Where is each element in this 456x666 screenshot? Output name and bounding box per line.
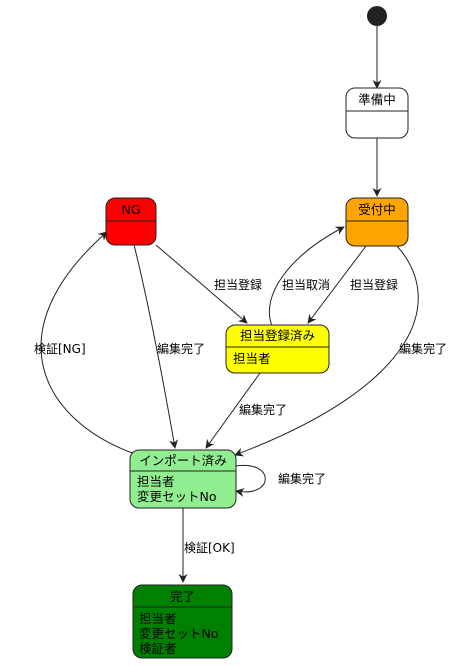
state-ng-title: NG	[121, 202, 140, 217]
state-kanryo-attr-1: 変更セットNo	[139, 626, 219, 641]
label-import-to-kanryo: 検証[OK]	[184, 541, 235, 555]
state-import-title: インポート済み	[139, 453, 227, 468]
label-import-to-ng: 検証[NG]	[34, 342, 86, 356]
state-tantou-attr-0: 担当者	[233, 351, 271, 366]
label-tantou-to-uketsuke: 担当取消	[282, 278, 330, 292]
label-uketsuke-to-tantou: 担当登録	[350, 277, 398, 292]
state-uketsuke: 受付中	[345, 197, 409, 247]
state-kanryo-title: 完了	[170, 589, 195, 604]
label-tantou-to-import: 編集完了	[239, 402, 287, 417]
edge-tantou-to-uketsuke	[268, 226, 345, 327]
state-import-attr-0: 担当者	[137, 474, 175, 489]
label-ng-to-import: 編集完了	[157, 341, 205, 356]
edge-import-to-ng	[40, 231, 136, 455]
state-import-attr-1: 変更セットNo	[137, 489, 217, 504]
state-ng: NG	[105, 197, 157, 246]
state-kanryo: 完了 担当者 変更セットNo 検証者	[132, 584, 233, 659]
state-kanryo-attr-2: 検証者	[139, 641, 177, 656]
edge-ng-to-import	[133, 244, 179, 449]
state-prep-title: 準備中	[358, 92, 396, 107]
label-import-self: 編集完了	[278, 471, 326, 486]
state-import: インポート済み 担当者 変更セットNo	[129, 449, 237, 509]
state-uketsuke-title: 受付中	[358, 202, 396, 217]
state-kanryo-attr-0: 担当者	[139, 611, 177, 626]
state-tantou: 担当登録済み 担当者	[225, 324, 330, 374]
edge-uketsuke-to-import	[234, 245, 419, 457]
label-uketsuke-to-import: 編集完了	[399, 341, 447, 356]
state-tantou-title: 担当登録済み	[240, 328, 315, 343]
initial-state	[367, 6, 387, 26]
edge-ng-to-tantou	[155, 244, 248, 324]
state-prep: 準備中	[345, 87, 409, 139]
edge-import-self	[235, 464, 266, 497]
edge-uketsuke-to-tantou	[307, 245, 367, 324]
label-ng-to-tantou: 担当登録	[214, 277, 262, 292]
edge-tantou-to-import	[205, 372, 261, 449]
